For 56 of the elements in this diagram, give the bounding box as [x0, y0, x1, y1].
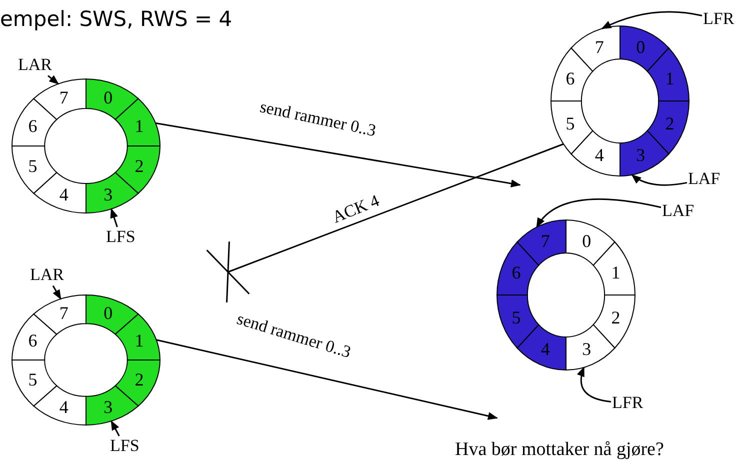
pointer-arrow [110, 420, 120, 436]
segment-number: 7 [59, 88, 68, 108]
segment-number: 1 [665, 68, 674, 89]
segment-number: 6 [28, 116, 38, 136]
pointer-label: LFR [612, 394, 644, 413]
segment-number: 3 [636, 145, 646, 165]
pointer-arrow [110, 208, 118, 228]
pointer-label: LAR [18, 56, 52, 75]
pointer-label: LFS [106, 228, 136, 247]
segment-number: 5 [512, 307, 521, 328]
pointer-arrow [577, 366, 612, 402]
segment-number: 2 [134, 156, 144, 176]
segment-number: 7 [59, 303, 68, 324]
edge-label: ACK 4 [330, 192, 382, 228]
segment-number: 1 [611, 262, 620, 283]
segment-number: 4 [59, 396, 68, 417]
segment-number: 4 [540, 339, 550, 359]
segment-number: 7 [594, 37, 604, 57]
arrow [156, 339, 498, 420]
segment-number: 0 [636, 37, 646, 57]
segment-number: 5 [28, 369, 38, 390]
pointer-arrow [601, 11, 702, 30]
pointer-arrow [48, 75, 60, 85]
segment-number: 2 [611, 307, 620, 328]
segment-number: 2 [665, 113, 674, 134]
edge-label: send rammer 0..3 [234, 310, 353, 362]
segment-number: 4 [594, 145, 604, 165]
segment-number: 0 [104, 88, 113, 108]
segment-number: 3 [104, 184, 113, 204]
segment-number: 4 [59, 184, 68, 204]
segment-number: 5 [28, 156, 38, 176]
pointer-label: LFR [703, 10, 734, 29]
question-text: Hva bør mottaker nå gjøre? [455, 440, 664, 461]
segment-number: 6 [566, 68, 575, 89]
segment-number: 5 [566, 113, 575, 134]
pointer-label: LFS [110, 437, 140, 456]
segment-number: 6 [28, 330, 38, 351]
pointer-label: LAF [662, 202, 694, 221]
pointer-arrow [536, 198, 662, 228]
segment-number: 2 [134, 369, 144, 390]
arrow [155, 122, 521, 188]
segment-number: 1 [134, 330, 144, 351]
lost-ack-line [206, 143, 564, 304]
segment-number: 3 [582, 339, 592, 359]
title: empel: SWS, RWS = 4 [0, 8, 232, 32]
segment-number: 0 [104, 303, 113, 324]
segment-number: 7 [540, 231, 550, 251]
edge-label: send rammer 0..3 [258, 98, 378, 141]
segment-number: 1 [134, 116, 144, 136]
segment-number: 6 [512, 262, 521, 283]
pointer-arrow [52, 285, 62, 300]
segment-number: 0 [582, 231, 592, 251]
segment-number: 3 [104, 396, 113, 417]
pointer-label: LAF [688, 170, 720, 189]
pointer-label: LAR [30, 266, 64, 285]
pointer-arrow [631, 174, 688, 186]
